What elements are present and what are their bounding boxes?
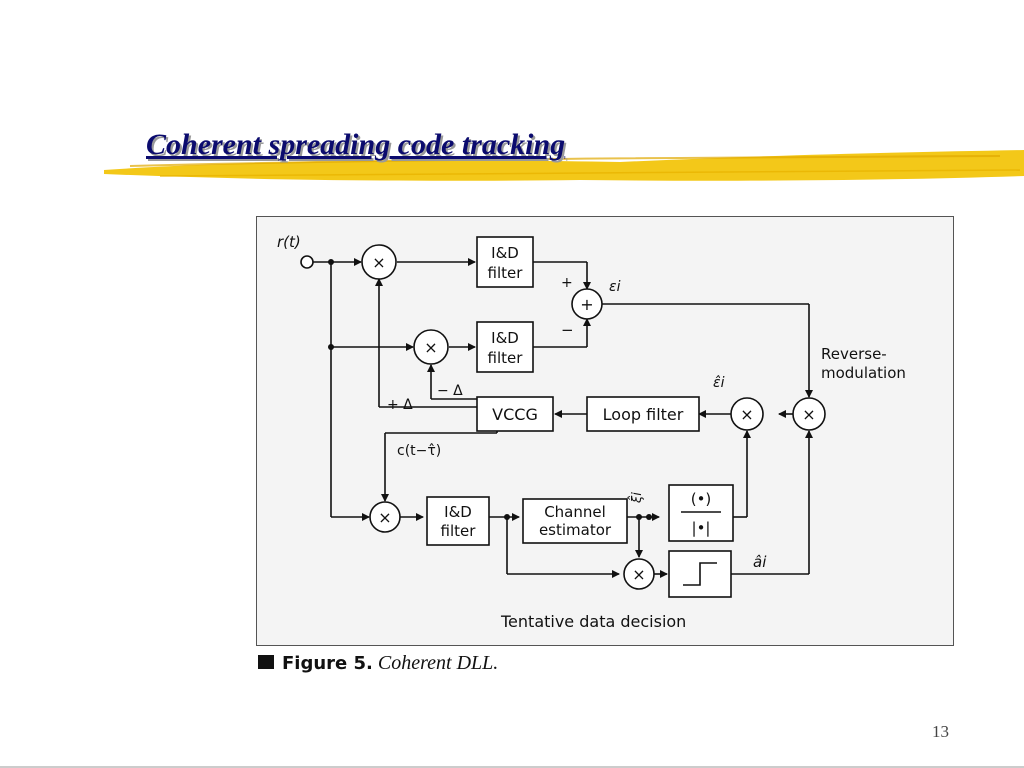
reverse-modulation-label-2: modulation [821, 364, 906, 382]
svg-text:×: × [802, 405, 815, 424]
svg-text:Channel: Channel [544, 503, 606, 521]
vccg-block: VCCG [476, 396, 554, 432]
minus-sign-label: − [561, 321, 574, 339]
slide-title: Coherent spreading code tracking [146, 128, 566, 161]
svg-text:(•): (•) [691, 490, 712, 508]
svg-text:filter: filter [441, 522, 477, 540]
title-area: Coherent spreading code tracking [100, 120, 1024, 190]
step-function-icon [683, 562, 717, 586]
svg-text:×: × [740, 405, 753, 424]
tentative-decision-label: Tentative data decision [500, 612, 686, 631]
plus-delta-label: + Δ [387, 397, 413, 413]
input-terminal [300, 255, 314, 269]
svg-text:I&D: I&D [444, 503, 472, 521]
svg-text:I&D: I&D [491, 329, 519, 347]
svg-text:filter: filter [488, 349, 524, 367]
minus-delta-label: − Δ [437, 383, 463, 399]
loop-filter-block: Loop filter [586, 396, 700, 432]
code-replica-label: c(t−τ̂) [397, 443, 441, 459]
svg-text:×: × [372, 253, 385, 272]
id-filter-bottom: I&D filter [426, 496, 490, 546]
a-hat-label: âi [753, 553, 767, 571]
svg-text:filter: filter [488, 264, 524, 282]
normalizer-block: (•) |•| [668, 484, 734, 542]
multiplier-top: × [361, 244, 397, 280]
epsilon-label: εi [609, 279, 621, 295]
input-label: r(t) [277, 233, 301, 251]
yellow-brush-stroke [104, 150, 1024, 181]
page-number: 13 [932, 722, 949, 741]
svg-text:estimator: estimator [539, 521, 612, 539]
multiplier-bottom: × [369, 501, 401, 533]
decision-block [668, 550, 732, 598]
id-filter-mid: I&D filter [476, 321, 534, 373]
caption-label: Figure 5. [282, 653, 373, 674]
adder: + [571, 288, 603, 320]
multiplier-mid: × [413, 329, 449, 365]
svg-text:VCCG: VCCG [492, 405, 538, 424]
reverse-modulation-label-1: Reverse- [821, 345, 887, 363]
id-filter-top: I&D filter [476, 236, 534, 288]
block-diagram-figure: r(t) × × × × × × + [256, 216, 954, 646]
svg-text:|•|: |•| [692, 519, 711, 537]
svg-text:×: × [632, 565, 645, 584]
plus-sign-label: + [561, 275, 573, 291]
svg-text:Loop filter: Loop filter [603, 405, 684, 424]
svg-text:×: × [424, 338, 437, 357]
epsilon-hat-label: ε̂i [713, 375, 725, 391]
multiplier-decision: × [623, 558, 655, 590]
figure-caption: Figure 5. Coherent DLL. [258, 652, 498, 675]
caption-bullet-icon [258, 655, 274, 669]
caption-text: Coherent DLL. [377, 652, 499, 674]
svg-text:×: × [378, 508, 391, 527]
multiplier-loop: × [730, 397, 764, 431]
coherent-dll-diagram: r(t) × × × × × × + [277, 233, 906, 631]
svg-text:I&D: I&D [491, 244, 519, 262]
multiplier-reverse-modulation: × [792, 397, 826, 431]
channel-estimator-block: Channel estimator [522, 498, 628, 544]
footer-divider [0, 766, 1024, 768]
svg-text:+: + [580, 295, 593, 314]
xi-hat-label: ξ̂i [628, 492, 645, 504]
